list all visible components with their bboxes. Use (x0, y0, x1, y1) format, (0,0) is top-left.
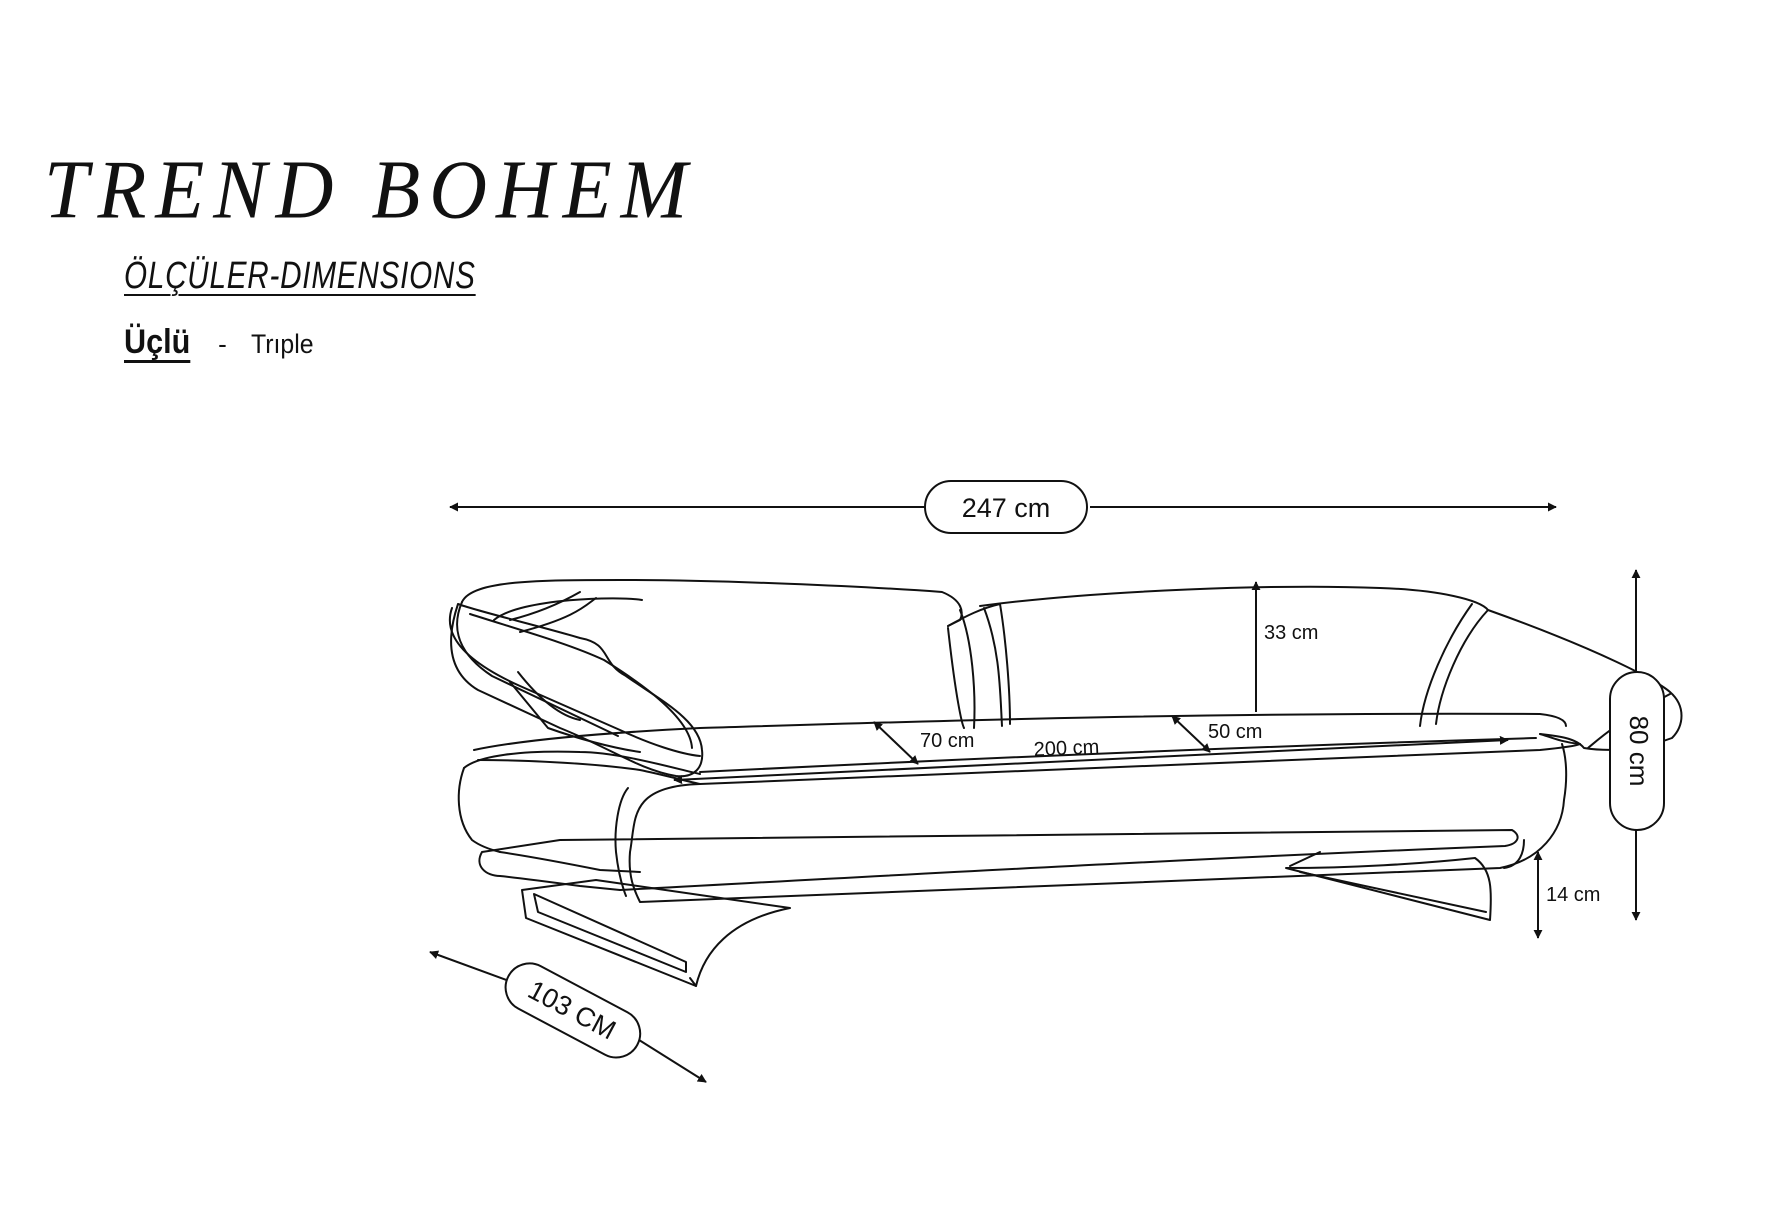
dimension-depth: 103 CM (429, 950, 707, 1083)
dimension-seat-depth: 70 cm (873, 721, 974, 765)
brand-title: TREND BOHEM (44, 143, 697, 237)
dimension-leg-height-label: 14 cm (1546, 884, 1600, 906)
dimension-overall-width-badge (924, 480, 1088, 534)
sofa-seat-front (457, 767, 501, 853)
model-name-tr: Üçlü (124, 323, 191, 361)
dimension-back-cushion-depth: 50 cm (1171, 715, 1262, 753)
dimension-back-cushion-depth-label: 50 cm (1208, 721, 1262, 743)
dimension-seat-depth-line (873, 721, 919, 765)
dimension-leg-height: 14 cm (1533, 851, 1600, 939)
model-name-en: Trıple (251, 329, 314, 359)
sofa-left-headrest (450, 603, 704, 778)
dimension-back-cushion-depth-line (1171, 715, 1211, 753)
sofa-outline (449, 579, 1683, 987)
dimension-seat-width: 200 cm (673, 735, 1509, 785)
model-label: Üçlü - Trıple (124, 323, 319, 362)
sofa-legs (521, 857, 1492, 987)
dimension-seat-width-label: 200 cm (1033, 736, 1099, 761)
dimensions-subtitle: ÖLÇÜLER-DIMENSIONS (124, 255, 476, 297)
dimension-depth-badge (504, 962, 642, 1059)
sofa-plinth (478, 829, 1519, 891)
dimension-depth-line-left (429, 950, 521, 986)
dimension-back-height: 33 cm (1251, 581, 1318, 712)
model-separator: - (218, 329, 227, 359)
dimension-overall-width: 247 cm (449, 480, 1557, 534)
sofa-seat (473, 712, 1567, 751)
dimension-overall-height-badge (1609, 671, 1665, 831)
dimension-seat-depth-label: 70 cm (920, 730, 974, 752)
dimension-overall-height-label: 80 cm (1624, 716, 1654, 787)
sofa-left-arm (461, 579, 963, 627)
dimension-overall-height: 80 cm (1609, 569, 1665, 921)
dimension-seat-width-line (673, 735, 1509, 785)
dimension-back-height-label: 33 cm (1264, 622, 1318, 644)
dimension-overall-width-label: 247 cm (962, 493, 1051, 523)
sofa-back (947, 585, 1683, 751)
